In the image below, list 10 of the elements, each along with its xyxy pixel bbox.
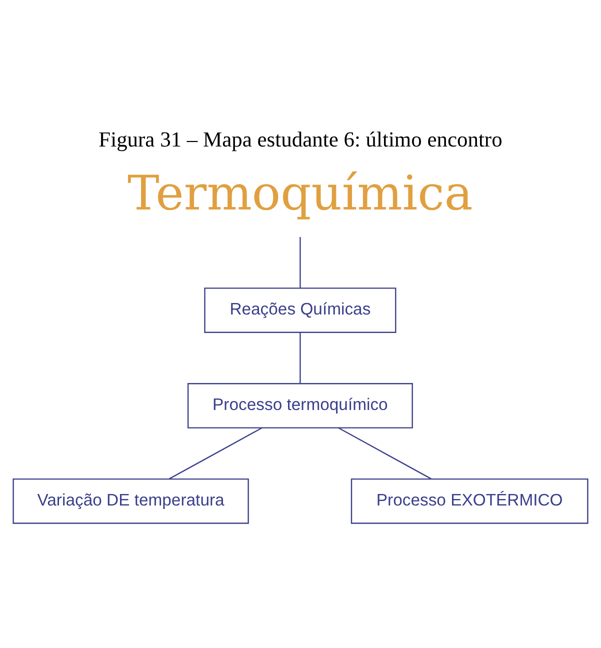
diagram-title: Figura 31 – Mapa estudante 6: último encontro — [98, 128, 502, 152]
node-box: Reações Químicas — [204, 288, 396, 333]
node-box: Processo EXOTÉRMICO — [350, 478, 588, 524]
node-box: Processo termoquímico — [187, 383, 413, 428]
connector — [300, 237, 301, 288]
connector — [168, 427, 262, 480]
connector — [338, 427, 432, 480]
connector — [300, 332, 301, 384]
node-box: Variação DE temperatura — [12, 478, 249, 524]
node-text: Termoquímica — [128, 166, 473, 222]
